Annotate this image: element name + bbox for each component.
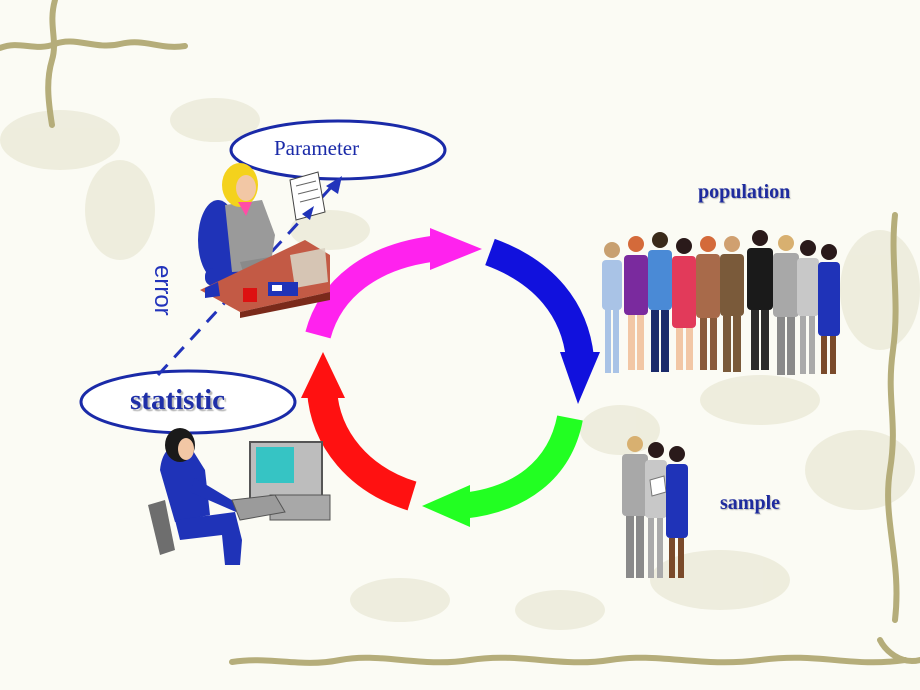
person (602, 242, 622, 373)
person (797, 240, 819, 374)
parameter-label: Parameter (274, 136, 360, 160)
error-label: error (149, 265, 176, 316)
person (624, 236, 648, 370)
person (720, 236, 744, 372)
person (747, 230, 773, 370)
arrow-blue (484, 238, 600, 404)
vine-bottom (229, 637, 920, 666)
arrow-magenta (305, 228, 482, 339)
vine-right (885, 212, 900, 623)
person (818, 244, 840, 374)
person (696, 236, 720, 370)
person (648, 232, 672, 372)
arrow-red (301, 352, 417, 511)
population-label: population (698, 181, 791, 203)
person (672, 238, 696, 370)
person (645, 442, 667, 578)
statistic-label: statistic (130, 384, 226, 416)
person (773, 235, 799, 375)
person (622, 436, 648, 578)
arrow-green (422, 415, 583, 527)
sample-label: sample (720, 492, 780, 514)
person (666, 446, 688, 578)
vine-top-left (0, 0, 188, 128)
error-arrowhead (326, 176, 342, 194)
